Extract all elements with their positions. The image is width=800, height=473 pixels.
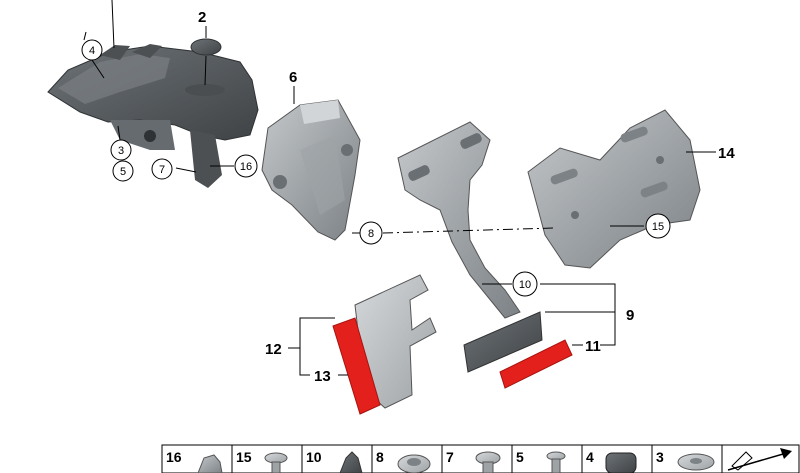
callout-11: 11 (585, 338, 601, 355)
svg-text:10: 10 (519, 279, 531, 291)
svg-text:7: 7 (159, 164, 165, 176)
svg-text:16: 16 (166, 449, 182, 465)
svg-text:8: 8 (376, 449, 384, 465)
callout-6: 6 (289, 69, 297, 86)
svg-text:3: 3 (656, 449, 664, 465)
svg-text:16: 16 (240, 161, 252, 173)
fastener-legend: 16 15 10 8 7 5 4 (161, 444, 800, 473)
callout-15: 15 (645, 213, 671, 239)
plate-holder-arm-part (397, 121, 543, 373)
bracket-part (261, 99, 361, 241)
svg-text:3: 3 (118, 145, 124, 157)
legend-item-8: 8 (376, 449, 431, 473)
callout-2: 2 (198, 9, 206, 26)
legend-item-15: 15 (236, 449, 288, 473)
svg-text:15: 15 (236, 449, 252, 465)
plate-carrier-part (527, 109, 701, 269)
callout-9: 9 (626, 307, 634, 324)
callout-12: 12 (265, 341, 282, 358)
legend-item-7: 7 (446, 449, 501, 473)
svg-text:4: 4 (89, 45, 95, 57)
callout-13: 13 (314, 368, 331, 385)
svg-text:13: 13 (314, 368, 331, 385)
svg-text:2: 2 (198, 9, 206, 26)
legend-item-5: 5 (516, 449, 566, 473)
svg-text:5: 5 (516, 449, 524, 465)
legend-item-3: 3 (656, 449, 715, 471)
reflector-left-part (332, 317, 381, 415)
reflector-holder-part (354, 274, 437, 409)
callout-5: 5 (112, 160, 134, 182)
legend-item-10: 10 (306, 449, 363, 473)
callout-4: 4 (81, 39, 103, 61)
leader-lines (83, 0, 716, 376)
legend-arrow-icon (727, 448, 792, 471)
callout-16: 16 (234, 154, 258, 178)
rubber-plug-part (190, 38, 222, 56)
svg-text:11: 11 (585, 338, 601, 355)
callout-8: 8 (359, 221, 383, 245)
svg-text:12: 12 (265, 341, 282, 358)
callout-7: 7 (151, 158, 173, 180)
reflector-right-part (499, 339, 573, 389)
callout-3: 3 (110, 139, 132, 161)
legend-item-16: 16 (166, 449, 223, 473)
svg-text:15: 15 (652, 221, 664, 233)
svg-text:7: 7 (446, 449, 454, 465)
svg-text:10: 10 (306, 449, 322, 465)
svg-text:5: 5 (120, 166, 126, 178)
svg-text:6: 6 (289, 69, 297, 86)
callout-14: 14 (718, 145, 735, 162)
callout-10: 10 (512, 271, 538, 297)
svg-text:14: 14 (718, 145, 735, 162)
legend-item-4: 4 (586, 449, 637, 473)
svg-text:9: 9 (626, 307, 634, 324)
svg-text:4: 4 (586, 449, 594, 465)
svg-text:8: 8 (368, 228, 374, 240)
